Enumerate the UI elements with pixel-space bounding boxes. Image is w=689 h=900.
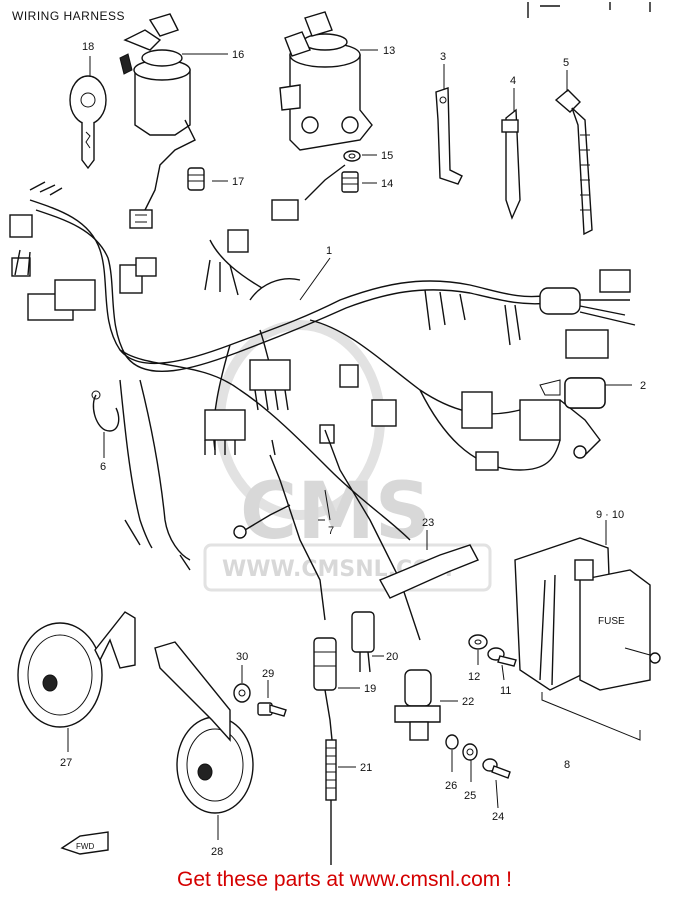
horn-part-27[interactable] xyxy=(17,611,136,728)
clip-part-6[interactable] xyxy=(91,390,120,432)
washer-part-26[interactable] xyxy=(445,734,459,750)
callout-20: 20 xyxy=(386,651,398,663)
cable-part-21[interactable] xyxy=(324,689,337,865)
callout-17: 17 xyxy=(232,176,244,188)
callout-labels: 18 16 17 13 15 14 3 4 5 1 2 6 7 23 9 · 1… xyxy=(60,41,646,858)
sensor-part-22[interactable] xyxy=(394,669,441,741)
fuse-box-part-9-10[interactable]: FUSE xyxy=(514,537,661,741)
washer-part-30[interactable] xyxy=(233,683,251,703)
get-parts-link[interactable]: Get these parts at www.cmsnl.com ! xyxy=(177,868,512,891)
horn-part-28[interactable] xyxy=(154,641,254,814)
callout-29: 29 xyxy=(262,668,274,680)
callout-14: 14 xyxy=(381,178,393,190)
lead-wire-part-7[interactable] xyxy=(271,439,276,456)
callout-28: 28 xyxy=(211,846,223,858)
callout-8: 8 xyxy=(564,759,570,771)
screw-part-24[interactable] xyxy=(482,758,511,779)
wiring-harness-part-1[interactable] xyxy=(9,181,636,641)
callout-19: 19 xyxy=(364,683,376,695)
switch-part-20[interactable] xyxy=(351,611,375,673)
relay-part-2[interactable] xyxy=(539,377,606,409)
callout-15: 15 xyxy=(381,150,393,162)
callout-16: 16 xyxy=(232,49,244,61)
callout-23: 23 xyxy=(422,517,434,529)
callout-18: 18 xyxy=(82,41,94,53)
switch-part-19[interactable] xyxy=(313,637,337,691)
key-part-18[interactable] xyxy=(69,75,107,170)
callout-24: 24 xyxy=(492,811,504,823)
callout-13: 13 xyxy=(383,45,395,57)
steering-lock-part-13[interactable] xyxy=(279,11,373,151)
ignition-switch-part-16[interactable] xyxy=(119,13,196,229)
callout-3: 3 xyxy=(440,51,446,63)
callout-26: 26 xyxy=(445,780,457,792)
cable-tie-part-5[interactable] xyxy=(554,89,593,236)
callout-25: 25 xyxy=(464,790,476,802)
ignition-lead xyxy=(304,164,346,201)
fwd-arrow-icon: FWD xyxy=(60,831,109,855)
callout-27: 27 xyxy=(60,757,72,769)
washer-part-25[interactable] xyxy=(462,743,478,761)
frame-marks xyxy=(527,2,651,18)
callout-6: 6 xyxy=(100,461,106,473)
callout-2: 2 xyxy=(640,380,646,392)
callout-22: 22 xyxy=(462,696,474,708)
screw-part-11[interactable] xyxy=(487,647,517,667)
ignition-connector xyxy=(271,199,299,221)
screw-part-17[interactable] xyxy=(187,167,205,191)
washer-part-12[interactable] xyxy=(468,634,488,650)
washer-part-15[interactable] xyxy=(343,150,361,162)
watermark-logo-text: CMS xyxy=(240,467,431,557)
callout-12: 12 xyxy=(468,671,480,683)
callout-7: 7 xyxy=(328,525,334,537)
callout-21: 21 xyxy=(360,762,372,774)
fuse-label: FUSE xyxy=(598,616,625,627)
bolt-part-14[interactable] xyxy=(341,171,359,193)
diagram-title: WIRING HARNESS xyxy=(12,9,125,23)
callout-11: 11 xyxy=(500,685,511,697)
callout-9-10: 9 · 10 xyxy=(596,509,624,521)
callout-1: 1 xyxy=(326,245,332,257)
clamp-part-3[interactable] xyxy=(435,87,463,185)
callout-4: 4 xyxy=(510,75,516,87)
fwd-label: FWD xyxy=(76,842,94,851)
callout-30: 30 xyxy=(236,651,248,663)
callout-5: 5 xyxy=(563,57,569,69)
bolt-part-29[interactable] xyxy=(257,702,287,717)
band-part-23[interactable] xyxy=(379,544,479,599)
leader-lines xyxy=(67,49,632,840)
band-part-4[interactable] xyxy=(501,108,521,220)
